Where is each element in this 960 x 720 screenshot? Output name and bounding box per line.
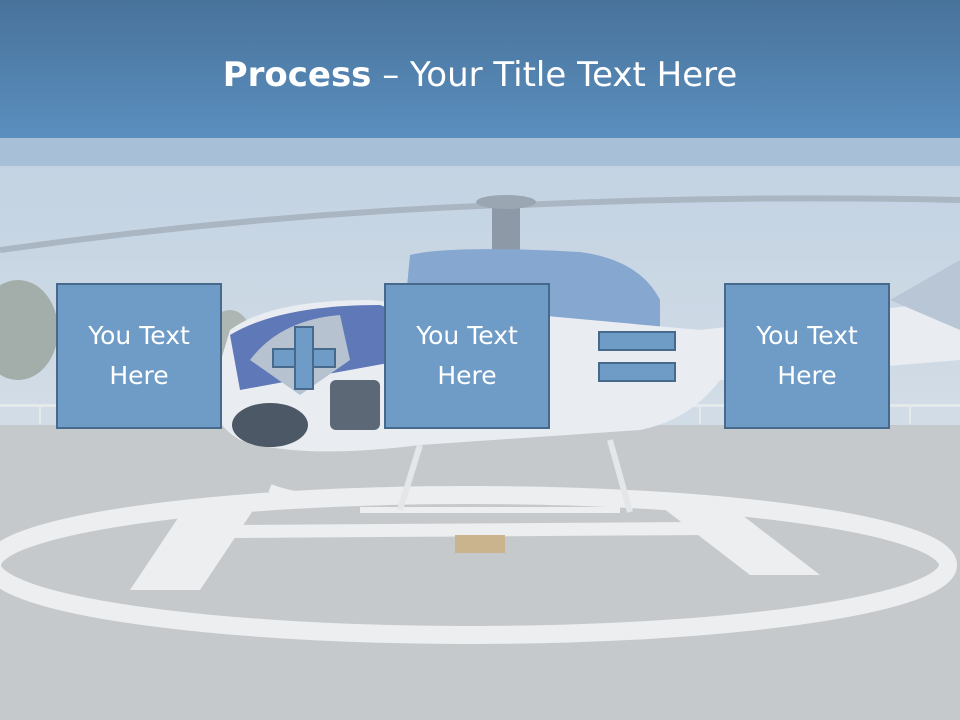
- process-step-box-3: You Text Here: [724, 283, 890, 429]
- title-bar: [0, 0, 960, 138]
- process-step-box-1: You Text Here: [56, 283, 222, 429]
- title-bold-part: Process: [222, 55, 372, 95]
- process-step-label: You Text Here: [88, 321, 190, 390]
- process-step-label: You Text Here: [756, 321, 858, 390]
- header-accent-strip: [0, 138, 960, 166]
- process-step-label: You Text Here: [416, 321, 518, 390]
- equals-icon: [598, 331, 676, 383]
- slide-title: Process – Your Title Text Here: [0, 52, 960, 98]
- process-step-box-2: You Text Here: [384, 283, 550, 429]
- plus-icon: [272, 326, 336, 390]
- title-rest-part: – Your Title Text Here: [371, 55, 738, 95]
